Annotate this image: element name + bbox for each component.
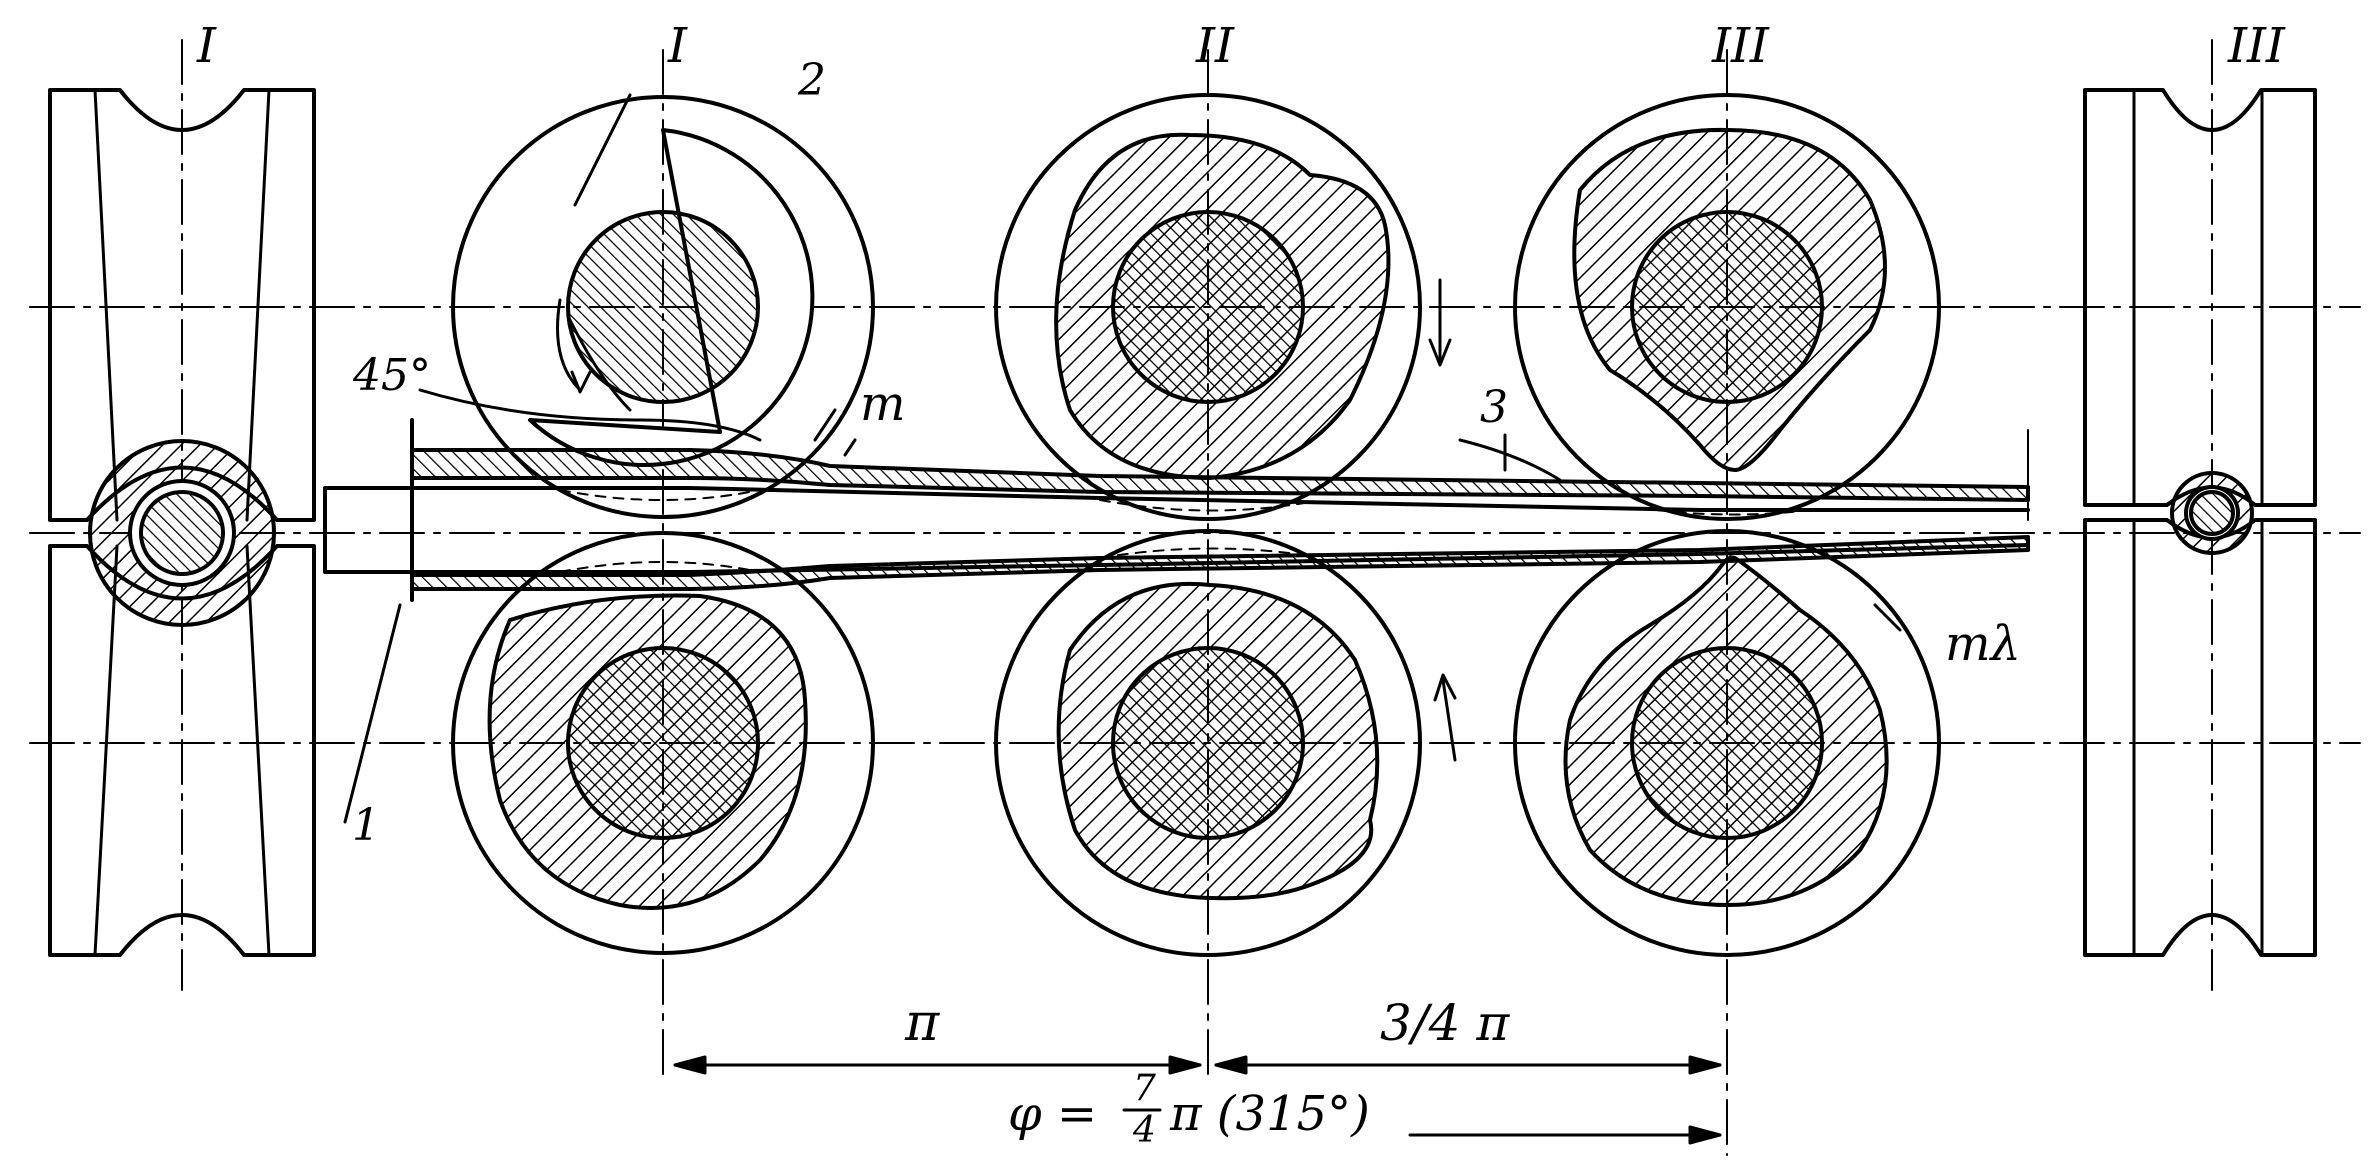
svg-text:φ =: φ = <box>1008 1086 1097 1142</box>
right-die-upper <box>2083 88 2317 507</box>
label-part-2: 2 <box>797 55 826 106</box>
dimension-lines <box>673 1055 1722 1145</box>
label-point-m-lambda: mλ <box>1945 616 2021 672</box>
stand-2-lower-roll <box>994 529 1422 957</box>
label-stand-2: II <box>1195 18 1235 74</box>
stand-3-upper-shaft <box>1630 210 1824 404</box>
right-die-lower <box>2083 518 2317 957</box>
stand-3-lower-shaft <box>1630 646 1824 840</box>
label-stand-3: III <box>1711 18 1770 74</box>
stand-3-upper-roll <box>1513 93 1941 521</box>
section-view-left <box>48 88 316 957</box>
stand-2-upper-shaft <box>1111 210 1305 404</box>
right-mandrel-section <box>2189 490 2235 536</box>
svg-text:π (315°): π (315°) <box>1169 1086 1370 1142</box>
dim-label-phi: φ = 7 4 π (315°) <box>1008 1068 1370 1151</box>
label-part-1: 1 <box>352 800 380 851</box>
label-section-left: I <box>196 18 217 74</box>
stand-1-lower-roll <box>451 531 875 955</box>
label-stand-1: I <box>667 18 688 74</box>
section-view-right <box>2083 88 2317 957</box>
stand-3 <box>1513 93 1941 957</box>
left-mandrel-section <box>139 490 225 576</box>
dim-label-span-2: 3/4 π <box>1380 994 1510 1052</box>
stand-3-lower-roll <box>1513 529 1941 957</box>
label-point-m: m <box>860 376 906 432</box>
tube-blank <box>323 408 2030 602</box>
stand-1-lower-shaft <box>566 646 760 840</box>
svg-text:4: 4 <box>1132 1110 1156 1151</box>
label-part-3: 3 <box>1480 382 1508 433</box>
stand-2-upper-roll <box>994 93 1422 521</box>
leader-lines <box>343 93 1902 824</box>
label-angle: 45° <box>352 350 431 401</box>
label-section-right: III <box>2227 18 2286 74</box>
svg-text:7: 7 <box>1133 1068 1156 1109</box>
stand-1-upper-shaft <box>566 210 760 404</box>
stand-2 <box>994 93 1457 957</box>
dim-label-span-1: π <box>904 993 940 1053</box>
stand-1-upper-roll <box>451 95 875 519</box>
stand-2-lower-shaft <box>1111 646 1305 840</box>
